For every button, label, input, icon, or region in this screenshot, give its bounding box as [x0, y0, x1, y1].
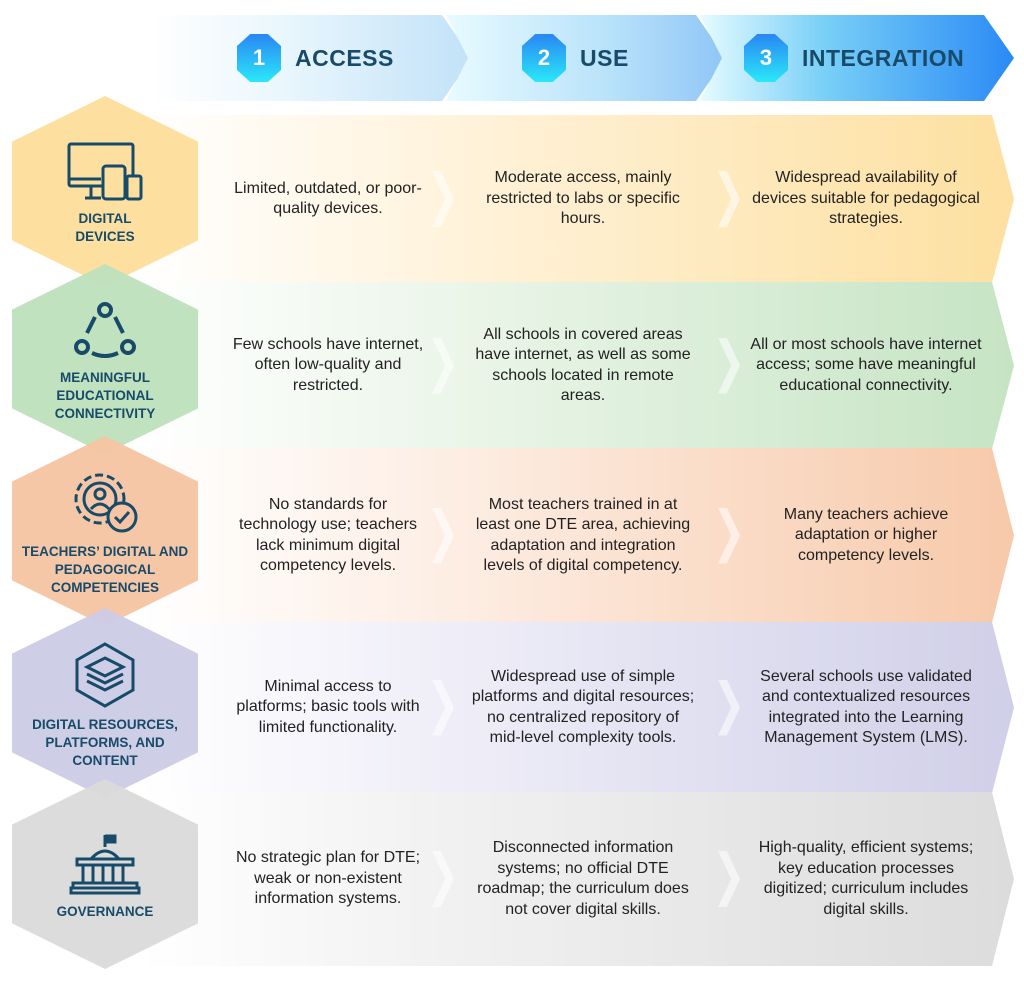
- chevron-icon: [432, 680, 454, 736]
- chevron-icon: [432, 508, 454, 564]
- use-text: Moderate access, mainly restricted to la…: [486, 169, 680, 228]
- category-hexagon: TEACHERS’ DIGITAL AND PEDAGOGICAL COMPET…: [12, 436, 198, 626]
- integration-text: Many teachers achieve adaptation or high…: [783, 505, 949, 564]
- row-digital-resources: Minimal access to platforms; basic tools…: [140, 622, 1014, 793]
- category-label: DIGITAL DEVICES: [75, 211, 135, 244]
- chevron-icon: [718, 680, 740, 736]
- integration-text: Widespread availability of devices suita…: [752, 169, 980, 228]
- category-hexagon: DIGITAL DEVICES: [12, 96, 198, 286]
- category-hexagon: GOVERNANCE: [12, 779, 198, 969]
- chevron-icon: [432, 171, 454, 227]
- integration-text: High-quality, efficient systems; key edu…: [758, 839, 974, 918]
- category-label: GOVERNANCE: [56, 904, 154, 919]
- category-label: DIGITAL RESOURCES, PLATFORMS, AND CONTEN…: [32, 717, 178, 768]
- use-text: Disconnected information systems; no off…: [477, 839, 689, 918]
- teacher-competency-icon: [74, 473, 138, 533]
- stage-title: INTEGRATION: [802, 44, 965, 71]
- chevron-icon: [718, 851, 740, 907]
- devices-icon: [67, 142, 143, 201]
- stage-number-badge: 2: [522, 34, 566, 82]
- access-text: Few schools have internet, often low-qua…: [232, 335, 424, 394]
- use-text: Most teachers trained in at least one DT…: [475, 495, 691, 574]
- stage-title: USE: [580, 44, 629, 71]
- integration-text: All or most schools have internet access…: [750, 335, 982, 394]
- connectivity-icon: [74, 302, 136, 358]
- category-hexagon: DIGITAL RESOURCES, PLATFORMS, AND CONTEN…: [12, 608, 198, 798]
- integration-text: Several schools use validated and contex…: [760, 667, 972, 746]
- stage-integration-header: 3 INTEGRATION: [700, 15, 1014, 101]
- row-digital-devices: Limited, outdated, or poor-quality devic…: [140, 115, 1014, 283]
- category-label: MEANINGFUL EDUCATIONAL CONNECTIVITY: [54, 370, 156, 421]
- chevron-icon: [432, 851, 454, 907]
- chevron-icon: [718, 171, 740, 227]
- category-hexagon: MEANINGFUL EDUCATIONAL CONNECTIVITY: [12, 264, 198, 454]
- stage-number-badge: 1: [237, 34, 281, 82]
- use-text: Widespread use of simple platforms and d…: [471, 667, 695, 746]
- access-text: Minimal access to platforms; basic tools…: [236, 677, 420, 736]
- access-text: No standards for technology use; teacher…: [239, 495, 417, 574]
- row-governance: No strategic plan for DTE; weak or non-e…: [140, 792, 1014, 966]
- stage-title: ACCESS: [295, 44, 394, 71]
- stage-number-badge: 3: [744, 34, 788, 82]
- access-text: No strategic plan for DTE; weak or non-e…: [235, 849, 421, 908]
- access-text: Limited, outdated, or poor-quality devic…: [234, 179, 422, 217]
- stage-use-header: 2 USE: [446, 15, 726, 101]
- layers-icon: [75, 642, 135, 708]
- category-label: TEACHERS’ DIGITAL AND PEDAGOGICAL COMPET…: [21, 544, 189, 595]
- stage-access-header: 1 ACCESS: [150, 15, 472, 101]
- row-connectivity: Few schools have internet, often low-qua…: [140, 282, 1014, 449]
- row-teacher-competencies: No standards for technology use; teacher…: [140, 448, 1014, 623]
- chevron-icon: [432, 338, 454, 394]
- government-building-icon: [69, 834, 141, 895]
- use-text: All schools in covered areas have intern…: [475, 325, 691, 404]
- chevron-icon: [718, 338, 740, 394]
- chevron-icon: [718, 508, 740, 564]
